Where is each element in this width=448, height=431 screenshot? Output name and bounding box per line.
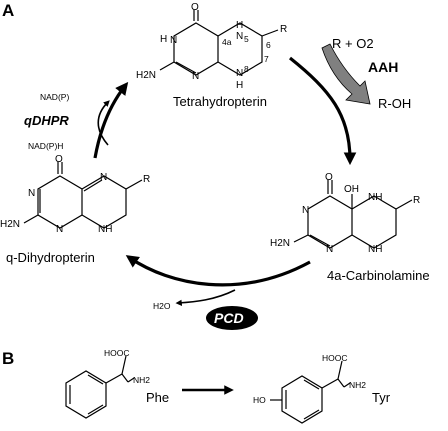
atom-n5: N [236, 31, 243, 42]
panel-a-label: A [2, 1, 14, 20]
label-dihydropterin: q-Dihydropterin [6, 250, 95, 265]
aah-product: R-OH [378, 96, 411, 111]
phenylalanine-structure: HOOC NH2 [65, 348, 150, 419]
atom-nh-2b: NH [368, 244, 382, 255]
label-carbinolamine: 4a-Carbinolamine [327, 268, 430, 283]
phe-cooh: HOOC [104, 348, 130, 358]
atom-n-1: N [170, 35, 177, 46]
atom-r-3: R [143, 174, 150, 185]
atom-h-n8: H [236, 80, 243, 91]
atom-o-3: O [55, 154, 63, 165]
arrow-carbinolamine-to-dihydro [125, 255, 311, 287]
dihydropterin-structure: O N N N NH H2N R [0, 154, 150, 235]
position-8: 8 [244, 64, 249, 74]
tetrahydropterin-structure: O H N N H2N 4a H N 5 6 7 8 N H R [136, 2, 287, 91]
position-4a: 4a [222, 37, 232, 47]
aah-enzyme: AAH [368, 59, 398, 75]
qdhpr-cofactor-arrow [97, 100, 110, 146]
aah-shuttle-arrow [321, 43, 371, 105]
pcd-water-arrow [175, 289, 236, 306]
atom-h2n-3: H2N [0, 219, 20, 230]
arrow-dihydro-to-tetrahydro [93, 81, 129, 159]
qdhpr-cofactor-in: NAD(P)H [28, 141, 63, 151]
label-tetrahydropterin: Tetrahydropterin [173, 94, 267, 109]
pcd-badge [206, 306, 258, 330]
atom-nh-3: NH [98, 224, 112, 235]
pcd-enzyme: PCD [214, 310, 244, 326]
qdhpr-enzyme: qDHPR [24, 113, 69, 128]
atom-n8: N [236, 68, 243, 79]
panel-b-label: B [2, 349, 14, 368]
tyr-ho: HO [253, 395, 266, 405]
position-6: 6 [266, 40, 271, 50]
atom-n-3: N [192, 71, 199, 82]
atom-o-1: O [191, 2, 199, 13]
atom-n-3b: N [56, 224, 63, 235]
atom-n-2b: N [326, 244, 333, 255]
qdhpr-cofactor-out: NAD(P) [40, 92, 69, 102]
phe-nh2: NH2 [133, 375, 150, 385]
tyrosine-structure: HO HOOC NH2 [253, 353, 366, 424]
atom-n-3a: N [28, 188, 35, 199]
atom-nh-2a: NH [368, 192, 382, 203]
atom-n-2a: N [302, 205, 309, 216]
tyr-nh2: NH2 [349, 380, 366, 390]
aah-substrate: R + O2 [332, 36, 374, 51]
label-tyr: Tyr [372, 390, 391, 405]
label-phe: Phe [146, 390, 169, 405]
atom-h2n-1: H2N [136, 70, 156, 81]
atom-o-2: O [325, 172, 333, 183]
atom-h-1: H [160, 34, 167, 45]
arrow-tetrahydro-to-carbinolamine [289, 56, 357, 166]
position-5: 5 [244, 34, 249, 44]
tyr-cooh: HOOC [322, 353, 348, 363]
pcd-product: H2O [153, 301, 171, 311]
atom-h-n5: H [236, 20, 243, 31]
atom-h2n-2: H2N [270, 238, 290, 249]
atom-n-3c: N [100, 172, 107, 183]
atom-oh-2: OH [344, 184, 359, 195]
position-7: 7 [264, 54, 269, 64]
atom-r-2: R [413, 195, 420, 206]
atom-r-1: R [280, 24, 287, 35]
carbinolamine-structure: O OH N N NH NH H2N R [270, 172, 420, 255]
